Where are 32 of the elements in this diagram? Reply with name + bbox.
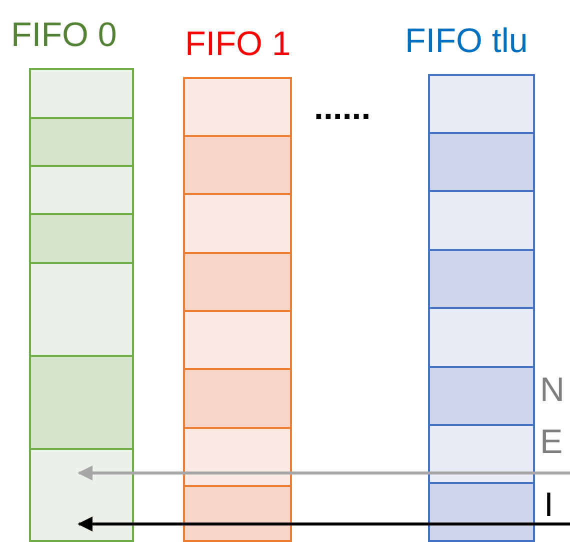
fifo-slot <box>185 487 290 542</box>
fifo-slot <box>430 76 533 134</box>
column-heading: FIFO 0 <box>11 16 117 55</box>
fifo-slot <box>31 215 132 264</box>
fifo-slot <box>185 312 290 370</box>
fifo-slot <box>185 195 290 254</box>
fifo-slot <box>430 368 533 426</box>
ellipsis-text: ...... <box>314 88 371 128</box>
fifo-slot <box>31 70 132 119</box>
text-fragment: I <box>544 485 554 525</box>
fifo-slot <box>31 357 132 450</box>
arrow <box>78 466 570 480</box>
fifo-slot <box>430 426 533 484</box>
fifo-slot <box>185 429 290 487</box>
text-fragment: N <box>540 370 565 410</box>
fifo-slot <box>430 251 533 309</box>
fifo-slot <box>185 370 290 429</box>
fifo-slot <box>430 309 533 368</box>
fifo-slot <box>185 254 290 312</box>
column-heading: FIFO tlu <box>405 22 528 61</box>
arrow <box>78 516 570 532</box>
text-fragment: E <box>540 422 563 462</box>
fifo-slot <box>31 167 132 215</box>
fifo-slot <box>430 192 533 251</box>
fifo-slot <box>185 137 290 195</box>
fifo-slot <box>31 264 132 357</box>
fifo-slot <box>185 79 290 137</box>
fifo-slot <box>430 134 533 192</box>
column-heading: FIFO 1 <box>185 25 291 64</box>
fifo-slot <box>430 484 533 542</box>
fifo-slot <box>31 450 132 542</box>
fifo-slot <box>31 119 132 167</box>
